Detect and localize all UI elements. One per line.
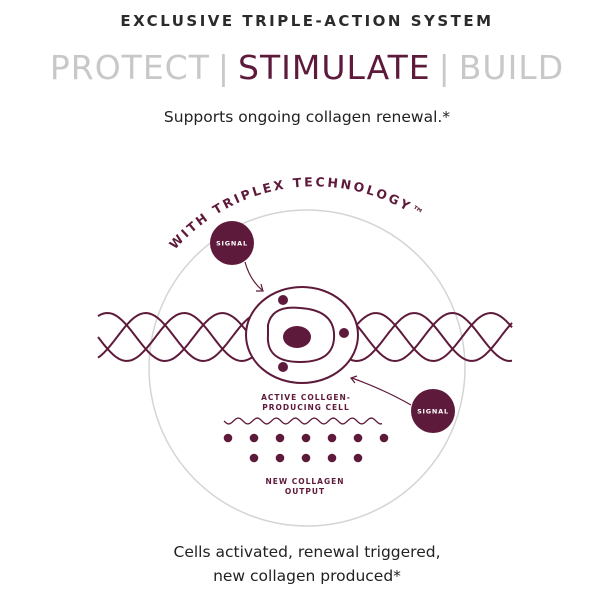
subtitle: Supports ongoing collagen renewal.* [163, 108, 451, 126]
caption: Cells activated, renewal triggered, new … [0, 540, 614, 588]
signal-badge-top: SIGNAL [210, 221, 254, 265]
collagen-dot [249, 453, 259, 463]
signal-badge-right: SIGNAL [411, 389, 455, 433]
headline: PROTECT|STIMULATE|BUILD [0, 48, 614, 87]
output-label-line1: NEW COLLAGEN [265, 477, 344, 486]
output-label-line2: OUTPUT [285, 487, 325, 496]
arrow-top [244, 261, 263, 291]
collagen-dot [301, 433, 311, 443]
cell-label-line1: ACTIVE COLLGEN- [261, 393, 351, 402]
collagen-dots [223, 433, 389, 463]
nucleus [283, 326, 311, 348]
svg-text:SIGNAL: SIGNAL [216, 240, 248, 248]
cell-inner [266, 306, 336, 364]
wavy-line [223, 417, 383, 425]
arrow-head-icon [256, 283, 264, 292]
svg-text:SIGNAL: SIGNAL [417, 408, 449, 416]
collagen-dot [327, 433, 337, 443]
organelle [278, 362, 288, 372]
collagen-dot [353, 433, 363, 443]
outer-circle [148, 209, 466, 527]
organelle [339, 328, 349, 338]
collagen-dot [327, 453, 337, 463]
headline-protect: PROTECT [49, 48, 210, 87]
headline-separator: | [217, 48, 231, 87]
collagen-dot [249, 433, 259, 443]
headline-build: BUILD [458, 48, 565, 87]
headline-stimulate: STIMULATE [238, 48, 431, 87]
cell-label-line2: PRODUCING CELL [262, 403, 350, 412]
collagen-dot [223, 433, 233, 443]
collagen-dot [353, 453, 363, 463]
collagen-dot [275, 433, 285, 443]
organelle [278, 295, 288, 305]
arrow-right [351, 377, 412, 406]
headline-separator: | [438, 48, 451, 87]
caption-line1: Cells activated, renewal triggered, [173, 543, 441, 561]
caption-line2: new collagen produced* [213, 567, 401, 585]
collagen-dot [275, 453, 285, 463]
eyebrow-heading: EXCLUSIVE TRIPLE-ACTION SYSTEM [120, 12, 494, 30]
collagen-dot [379, 433, 389, 443]
arc-title: WITH TRIPLEX TECHNOLOGY™ [166, 174, 428, 252]
arrow-head-icon [349, 375, 358, 384]
collagen-dot [301, 453, 311, 463]
